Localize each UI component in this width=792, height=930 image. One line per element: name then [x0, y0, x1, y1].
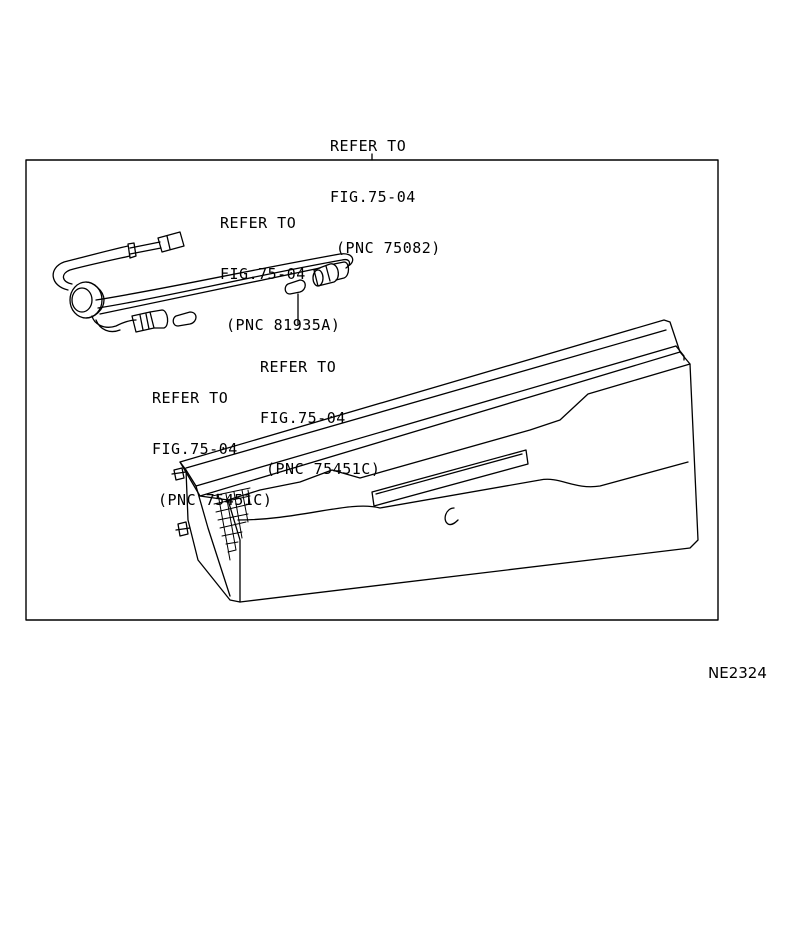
prism-grid [211, 487, 251, 561]
callout-wire-harness-line3: (PNC 81935A) [226, 316, 341, 334]
bulb-right [284, 279, 306, 295]
callout-bulb-left: REFER TO FIG.75-04 (PNC 75451C) [152, 356, 272, 526]
mounting-stud-upper [171, 467, 187, 481]
callout-top-line3: (PNC 75082) [336, 239, 441, 257]
callout-wire-harness-line2: FIG.75-04 [220, 265, 306, 283]
callout-bulb-left-line1: REFER TO [152, 389, 229, 407]
wire-harness [52, 231, 354, 333]
callout-bulb-right: REFER TO FIG.75-04 (PNC 75451C) [260, 325, 380, 495]
callout-wire-harness-line1: REFER TO [220, 214, 297, 232]
reflector-window [371, 449, 529, 507]
figure-id: NE2324 [708, 664, 767, 682]
bulb-socket-right [312, 261, 350, 287]
callout-top-line2: FIG.75-04 [330, 188, 416, 206]
mount-hole [444, 507, 459, 526]
callout-bulb-right-line2: FIG.75-04 [260, 409, 346, 427]
callout-wire-harness: REFER TO FIG.75-04 (PNC 81935A) [220, 181, 340, 351]
callout-bulb-left-line3: (PNC 75451C) [158, 491, 273, 509]
bulb-socket-left [131, 309, 169, 333]
callout-top-line1: REFER TO [330, 137, 407, 155]
bulb-left [172, 311, 197, 327]
mounting-stud-lower [175, 521, 191, 537]
lamp-housing [171, 319, 699, 603]
callout-bulb-left-line2: FIG.75-04 [152, 440, 238, 458]
callout-bulb-right-line1: REFER TO [260, 358, 337, 376]
callout-bulb-right-line3: (PNC 75451C) [266, 460, 381, 478]
callout-top: REFER TO FIG.75-04 (PNC 75082) [330, 104, 441, 274]
